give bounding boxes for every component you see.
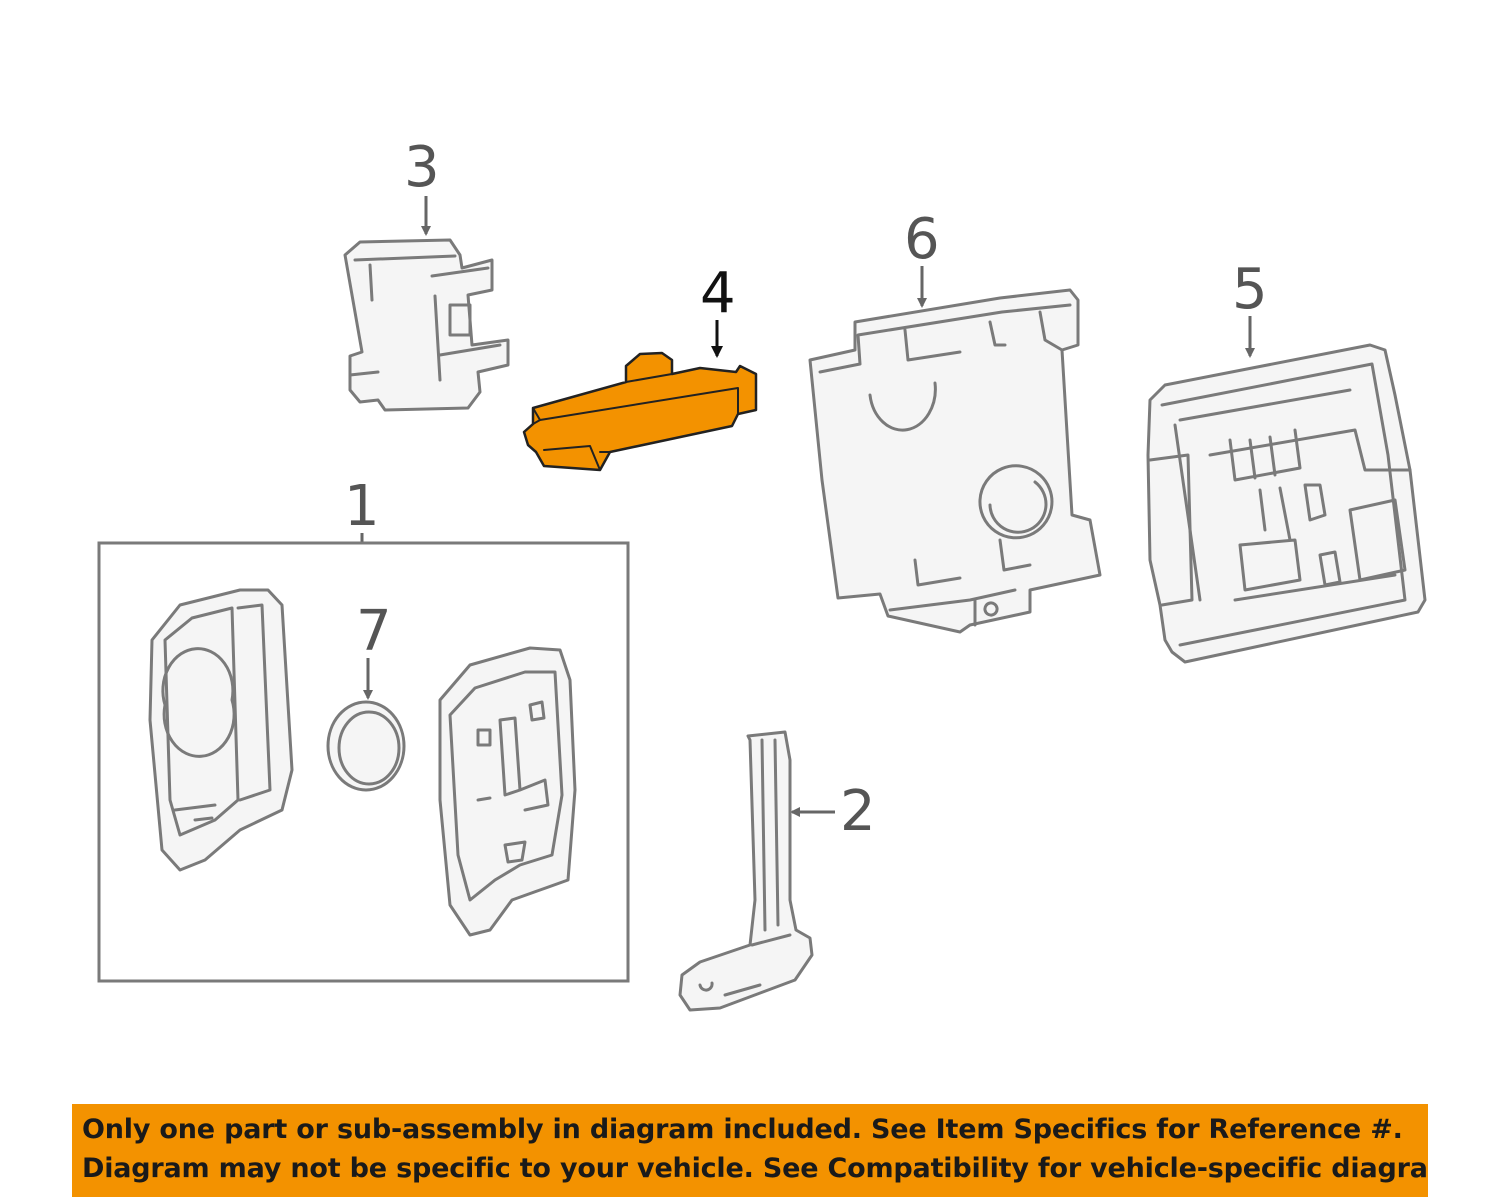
part-1-key-fob-assembly: 1 7 xyxy=(97,474,630,983)
callout-2: 2 xyxy=(840,779,876,844)
part-3-bracket: 3 xyxy=(343,135,510,412)
callout-4: 4 xyxy=(700,261,736,326)
module-body xyxy=(522,351,758,472)
callout-3: 3 xyxy=(404,135,440,200)
assembly-box xyxy=(97,541,630,983)
part-6-mounting-plate: 6 xyxy=(808,207,1102,634)
part-5-junction-block: 5 xyxy=(1146,257,1427,664)
callout-6: 6 xyxy=(904,207,940,272)
disclaimer-line-2: Diagram may not be specific to your vehi… xyxy=(82,1153,1428,1184)
callout-7: 7 xyxy=(356,599,392,664)
part-2-key-blade: 2 xyxy=(678,730,876,1012)
disclaimer-banner: Only one part or sub-assembly in diagram… xyxy=(72,1104,1428,1197)
part-4-module: 4 xyxy=(522,261,758,472)
callout-5: 5 xyxy=(1232,257,1268,322)
disclaimer-line-1: Only one part or sub-assembly in diagram… xyxy=(82,1114,1403,1145)
parts-diagram: 3 4 6 5 2 1 xyxy=(97,135,1427,1012)
callout-1: 1 xyxy=(344,474,380,539)
